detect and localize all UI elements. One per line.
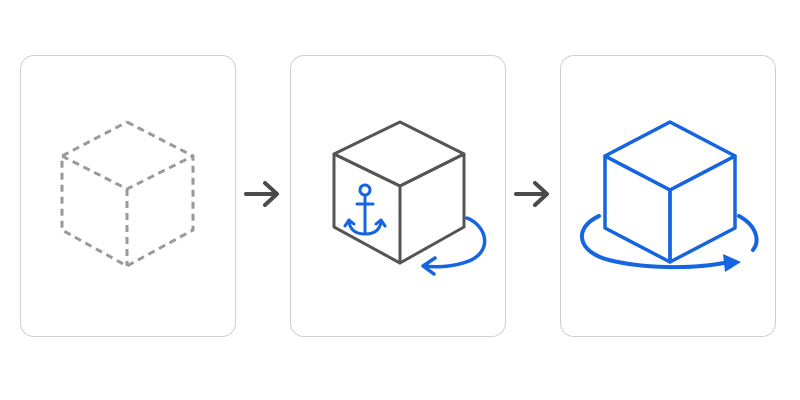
cube-inner-edges xyxy=(61,154,194,191)
anchored-cube-icon xyxy=(332,120,487,276)
rotate-arrow-icon xyxy=(421,216,487,276)
anchor-icon xyxy=(343,183,387,236)
rotating-cube-icon xyxy=(580,120,759,272)
circular-arrow-icon xyxy=(580,214,759,270)
cube-left-face xyxy=(332,152,402,265)
step-panel-rotating xyxy=(560,55,776,337)
cube-right-face xyxy=(668,154,737,264)
step-panel-anchored xyxy=(290,55,506,337)
right-arrow-icon xyxy=(244,181,279,207)
right-arrow-icon xyxy=(514,181,549,207)
cube-top-face xyxy=(332,120,466,188)
cube-left-face xyxy=(603,154,672,264)
arrowhead xyxy=(723,254,741,272)
cube-top-face xyxy=(603,120,737,192)
cube-right-face xyxy=(398,152,466,265)
step-panel-placeholder xyxy=(20,55,236,337)
dashed-cube-icon xyxy=(60,120,195,268)
